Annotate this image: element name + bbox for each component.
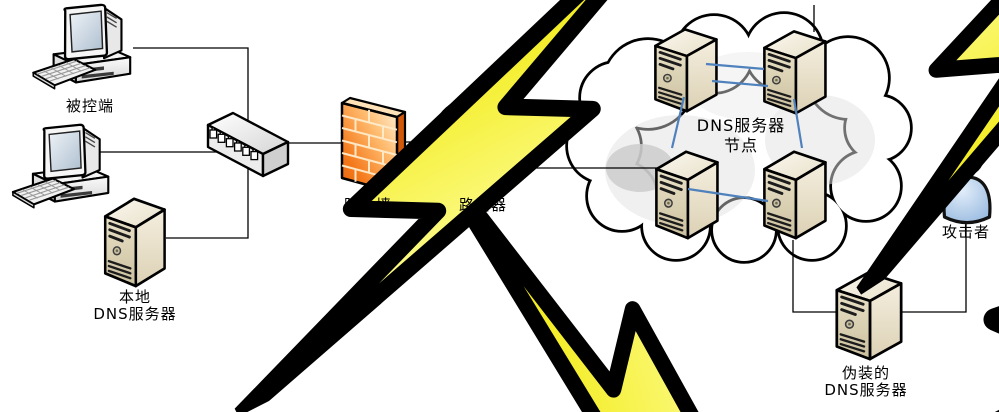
node-link-line <box>711 79 769 88</box>
local-dns-server-icon <box>103 197 167 288</box>
label-fake-dns-line2: DNS服务器 <box>824 381 908 399</box>
label-fake-dns: 伪装的 DNS服务器 <box>824 365 907 399</box>
node-link-line <box>687 187 769 203</box>
label-dns-cloud: DNS服务器 节点 <box>697 116 785 156</box>
dns-node-server-icon <box>762 150 827 240</box>
switch-icon <box>206 111 290 178</box>
dns-node-server-icon <box>654 27 718 113</box>
switch-ports <box>209 127 259 161</box>
label-local-dns-line1: 本地 <box>118 288 152 306</box>
label-fake-dns-line1: 伪装的 <box>841 364 891 382</box>
label-controlled-pc: 被控端 <box>65 97 115 115</box>
node-link-line <box>670 96 686 149</box>
node-link-line <box>792 98 804 149</box>
dns-node-server-icon <box>654 150 719 240</box>
node-link-line <box>705 62 765 71</box>
label-router: 路由器 <box>458 196 508 214</box>
label-dns-cloud-line2: 节点 <box>723 136 759 155</box>
firewall-brick-lines <box>341 109 398 189</box>
label-firewall: 防火墙 <box>343 196 393 214</box>
dns-node-links <box>670 62 804 203</box>
label-local-dns: 本地 DNS服务器 <box>93 289 176 323</box>
label-local-dns-line2: DNS服务器 <box>93 305 177 323</box>
desktop-computer-icon <box>32 3 132 90</box>
label-dns-cloud-line1: DNS服务器 <box>696 116 786 135</box>
desktop-computer-icon <box>11 123 110 209</box>
label-attacker: 攻击者 <box>941 223 991 241</box>
